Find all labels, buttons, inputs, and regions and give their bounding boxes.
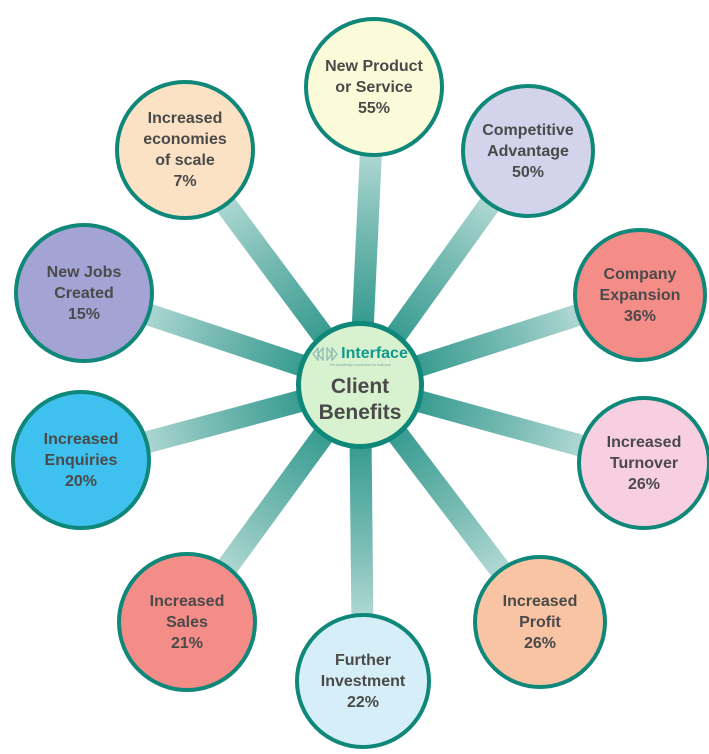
hub-circle: Interface The knowledge connection for b… — [296, 321, 424, 449]
bubble-label-increased-turnover-line-1: Increased — [606, 433, 682, 451]
bubble-label-further-investment-line-3: 22% — [346, 693, 380, 711]
bubble-label-new-jobs-created-line-1: New Jobs — [46, 263, 122, 281]
bubble-label-increased-sales-line-3: 21% — [170, 634, 204, 652]
bubble-label-new-product-or-service-line-3: 55% — [357, 99, 391, 117]
bubble-label-further-investment-line-1: Further — [335, 651, 391, 669]
bubble-label-increased-sales-line-1: Increased — [149, 592, 225, 610]
hub-title-line-1: Client — [330, 374, 390, 398]
hub-title: Client Benefits — [319, 374, 402, 426]
bubble-label-increased-turnover-line-3: 26% — [627, 475, 661, 493]
bubble-label-increased-economies-of-scale-line-3: of scale — [155, 152, 215, 169]
bubble-label-company-expansion-line-2: Expansion — [599, 286, 681, 304]
bubble-label-increased-turnover-line-2: Turnover — [609, 454, 679, 472]
bubble-increased-economies-of-scale: Increased economies of scale 7% — [115, 80, 255, 220]
bubble-label-increased-enquiries-line-2: Enquiries — [44, 451, 118, 469]
bubble-label-increased-economies-of-scale-line-4: 7% — [173, 173, 197, 190]
bubble-label-new-jobs-created-line-2: Created — [54, 284, 114, 302]
bubble-label-increased-profit-line-3: 26% — [523, 634, 557, 652]
bubble-label-company-expansion-line-3: 36% — [623, 307, 657, 325]
bubble-label-company-expansion-line-1: Company — [603, 265, 677, 283]
bubble-label-competitive-advantage-line-2: Advantage — [487, 142, 569, 160]
bubble-label-increased-economies-of-scale-line-1: Increased — [147, 110, 223, 127]
interface-logo-icon — [312, 346, 338, 361]
bubble-label-further-investment-line-2: Investment — [320, 672, 406, 690]
bubble-label-increased-economies-of-scale-line-2: economies — [143, 131, 227, 148]
interface-logo-text: Interface — [341, 344, 408, 362]
bubble-label-new-jobs-created-line-3: 15% — [67, 305, 101, 323]
bubble-new-product-or-service: New Product or Service 55% — [304, 17, 444, 157]
bubble-label-increased-enquiries-line-3: 20% — [64, 472, 98, 490]
bubble-label-increased-profit-line-1: Increased — [502, 592, 578, 610]
bubble-label-competitive-advantage-line-1: Competitive — [482, 121, 574, 139]
bubble-label-increased-profit-line-2: Profit — [519, 613, 561, 631]
interface-logo: Interface — [312, 345, 408, 363]
bubble-label-new-product-or-service-line-2: or Service — [335, 78, 413, 96]
bubble-label-competitive-advantage-line-3: 50% — [511, 163, 545, 181]
interface-logo-tagline: The knowledge connection for business — [329, 362, 391, 367]
bubble-label-increased-sales-line-2: Sales — [166, 613, 208, 631]
bubble-label-new-product-or-service-line-1: New Product — [325, 57, 423, 75]
bubble-label-increased-enquiries-line-1: Increased — [43, 430, 119, 448]
hub-title-line-2: Benefits — [318, 400, 402, 424]
